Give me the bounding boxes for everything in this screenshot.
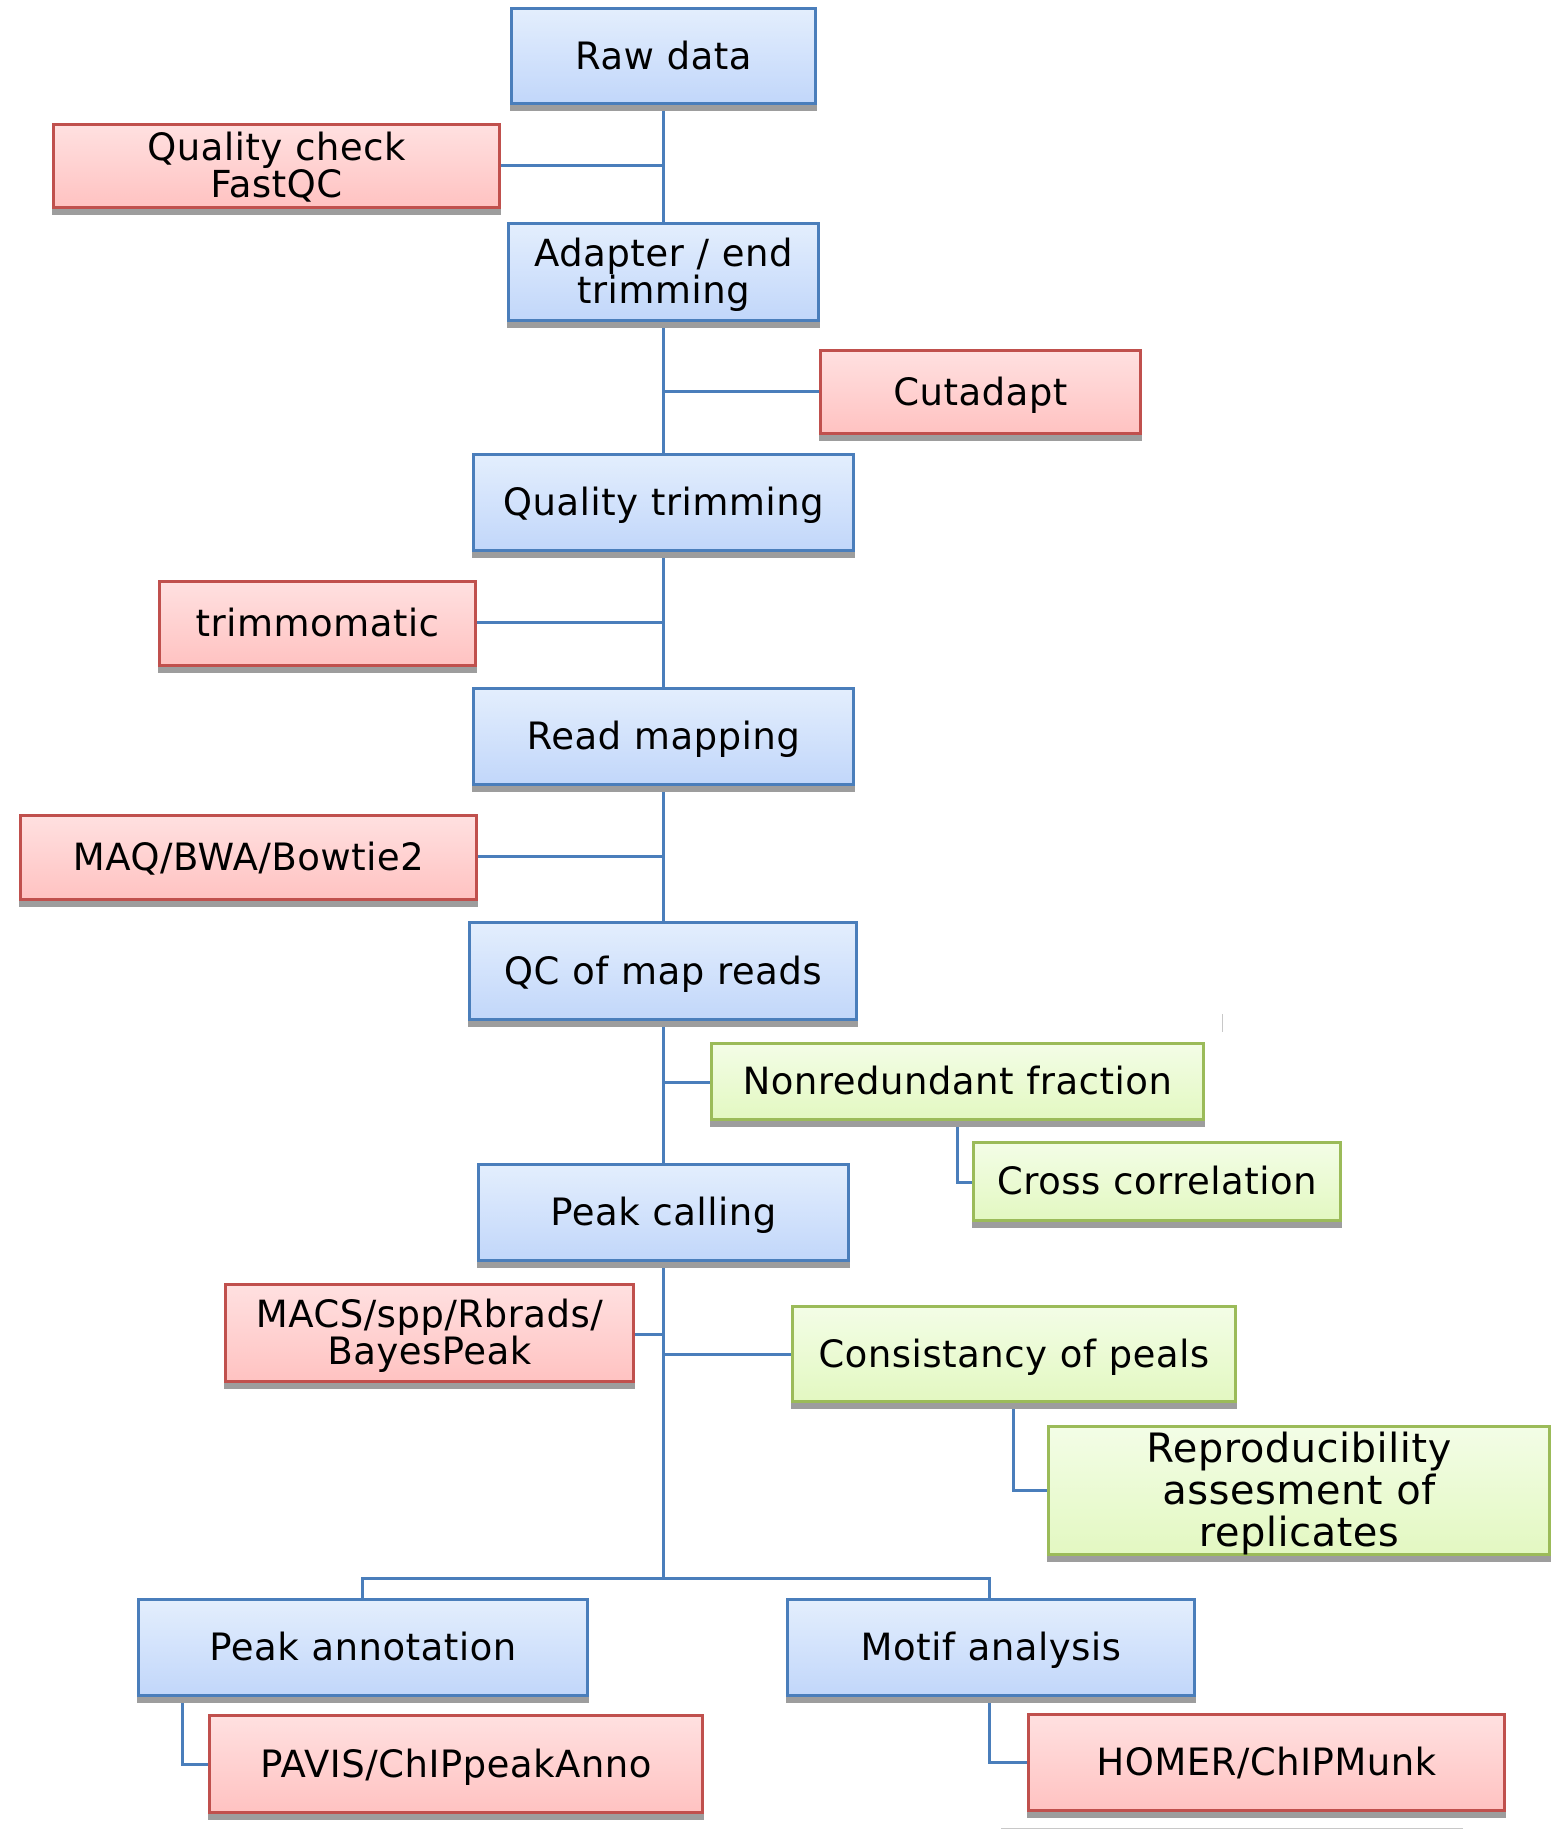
node-peak-annotation: Peak annotation xyxy=(137,1598,589,1697)
connector-cutadapt xyxy=(664,390,820,393)
connector-trimmomatic xyxy=(477,621,663,624)
connector-mappers xyxy=(478,855,663,858)
node-peak-calling: Peak calling xyxy=(477,1163,850,1262)
node-adapter-trimming: Adapter / end trimming xyxy=(507,222,820,322)
connector-reproducibility-h xyxy=(1012,1489,1048,1492)
connector-consistency xyxy=(664,1353,792,1356)
connector-peak-callers xyxy=(635,1333,663,1336)
node-pavis-chippeakanno: PAVIS/ChIPpeakAnno xyxy=(208,1714,704,1814)
connector-motif-tools-v xyxy=(988,1702,991,1764)
connector-reproducibility-v xyxy=(1012,1408,1015,1492)
node-read-mapping: Read mapping xyxy=(472,687,855,786)
node-trimmomatic: trimmomatic xyxy=(158,580,477,667)
connector-nonredundant xyxy=(664,1081,711,1084)
connector-annotation-tools-v xyxy=(181,1702,184,1766)
node-maq-bwa-bowtie2: MAQ/BWA/Bowtie2 xyxy=(19,814,478,901)
connector-cross-correlation-h xyxy=(956,1181,973,1184)
connector-split-right xyxy=(988,1577,991,1599)
connector-quality-check xyxy=(501,164,663,167)
connector-split-left xyxy=(361,1577,364,1599)
node-quality-check-fastqc: Quality check FastQC xyxy=(52,123,501,209)
node-macs-spp-rbrads-bayespeak: MACS/spp/Rbrads/ BayesPeak xyxy=(224,1283,635,1383)
node-consistency-of-peaks: Consistancy of peals xyxy=(791,1305,1237,1403)
node-homer-chipmunk: HOMER/ChIPMunk xyxy=(1027,1713,1506,1812)
connector-cross-correlation-v xyxy=(956,1126,959,1183)
connector-motif-tools-h xyxy=(988,1761,1028,1764)
node-quality-trimming: Quality trimming xyxy=(472,453,855,552)
stray-underline xyxy=(1001,1828,1463,1829)
node-nonredundant-fraction: Nonredundant fraction xyxy=(710,1042,1205,1121)
node-raw-data: Raw data xyxy=(510,7,817,105)
node-qc-of-map-reads: QC of map reads xyxy=(468,921,858,1021)
connector-trunk xyxy=(662,104,665,1580)
node-cutadapt: Cutadapt xyxy=(819,349,1142,435)
stray-mark xyxy=(1222,1014,1223,1032)
node-motif-analysis: Motif analysis xyxy=(786,1598,1196,1697)
connector-annotation-tools-h xyxy=(181,1763,209,1766)
node-reproducibility-assessment: Reproducibility assesment of replicates xyxy=(1047,1425,1551,1556)
node-cross-correlation: Cross correlation xyxy=(972,1141,1342,1222)
connector-split-bar xyxy=(361,1577,991,1580)
